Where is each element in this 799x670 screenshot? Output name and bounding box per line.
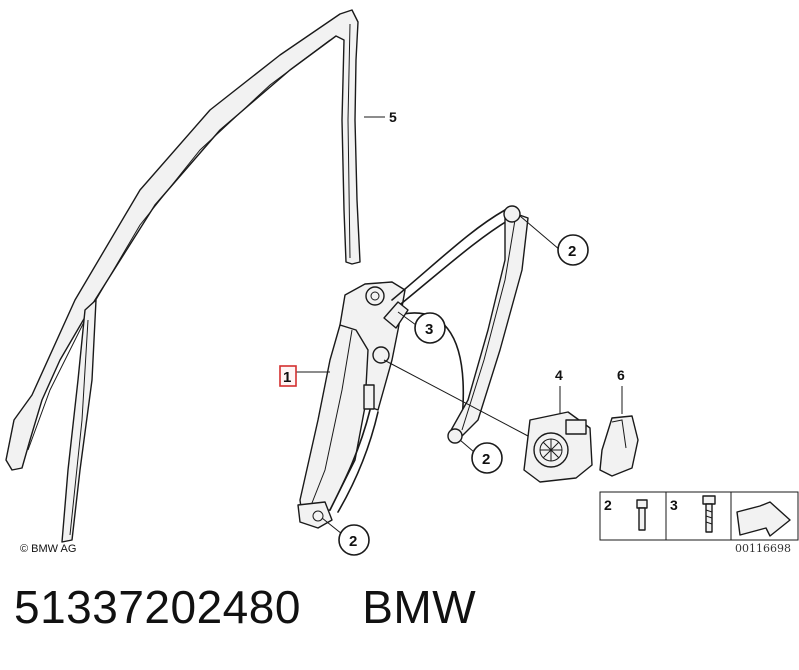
motor-cover: [599, 415, 639, 477]
bolt-a-icon: [636, 499, 648, 531]
callout-2-top[interactable]: 2: [557, 234, 589, 266]
parts-diagram: 5 1 2 3 2 2 4 6 2 3: [5, 9, 799, 556]
callout-6[interactable]: 6: [617, 367, 625, 383]
part-caption: 51337202480 BMW: [14, 580, 476, 650]
window-regulator: [297, 205, 529, 529]
part-number: 51337202480: [14, 581, 301, 633]
fastener-legend: 2 3: [599, 491, 799, 541]
callout-5: 5: [389, 109, 397, 125]
callout-2-top-label: 2: [568, 243, 576, 260]
callout-2-mid-label: 2: [482, 451, 490, 468]
callout-3-label: 3: [425, 321, 433, 338]
brand-name: BMW: [362, 581, 477, 633]
callout-2-mid[interactable]: 2: [471, 442, 503, 474]
window-motor: [523, 411, 593, 483]
bolt-b-icon: [702, 495, 716, 533]
copyright-notice: © BMW AG: [20, 543, 76, 555]
legend-bolt-a-label: 2: [604, 497, 612, 513]
callout-1[interactable]: 1: [279, 365, 297, 387]
callout-4-label: 4: [555, 367, 563, 383]
leader-lines: [296, 116, 623, 535]
callout-3[interactable]: 3: [414, 312, 446, 344]
callout-5-label: 5: [389, 109, 397, 125]
legend-bolt-b-label: 3: [670, 497, 678, 513]
callout-1-label: 1: [283, 369, 291, 386]
callout-6-label: 6: [617, 367, 625, 383]
window-channel: [5, 9, 361, 543]
drawing-reference-id: 00116698: [735, 542, 791, 555]
callout-2-bottom-label: 2: [349, 533, 357, 550]
arrow-icon: [736, 501, 791, 537]
callout-4[interactable]: 4: [555, 367, 563, 383]
callout-2-bottom[interactable]: 2: [338, 524, 370, 556]
